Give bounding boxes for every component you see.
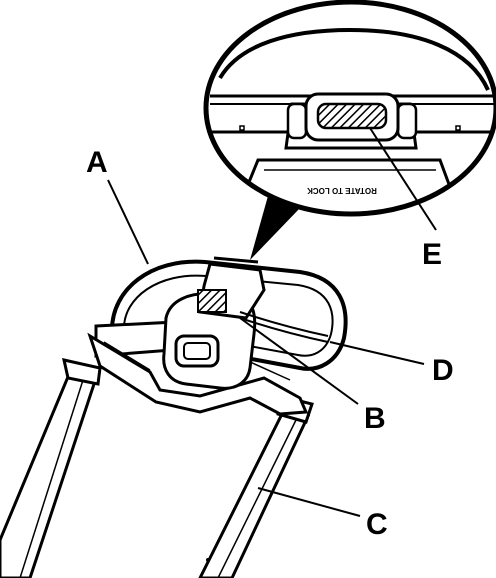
right-handle-tube [198,394,314,578]
zoom-leader [250,196,300,260]
leader-c [257,487,361,517]
key-slot [316,102,388,130]
callout-a: A [86,146,108,179]
callout-c: C [366,508,388,541]
housing-marking: ROTATE TO LOCK [307,186,377,195]
callout-labels: A B C D E [86,146,454,541]
leader-d [329,341,425,365]
safety-key-housing [197,256,266,320]
safety-key [197,289,227,313]
leader-b [239,317,359,405]
callout-d: D [432,354,454,387]
leader-a [107,179,149,265]
zoom-detail: ROTATE TO LOCK [203,0,496,217]
callout-b: B [364,402,386,435]
callout-e: E [422,238,442,271]
leader-e [369,127,437,231]
cable [239,311,329,343]
leader-lines [107,127,437,517]
left-handle-tube [0,358,102,578]
